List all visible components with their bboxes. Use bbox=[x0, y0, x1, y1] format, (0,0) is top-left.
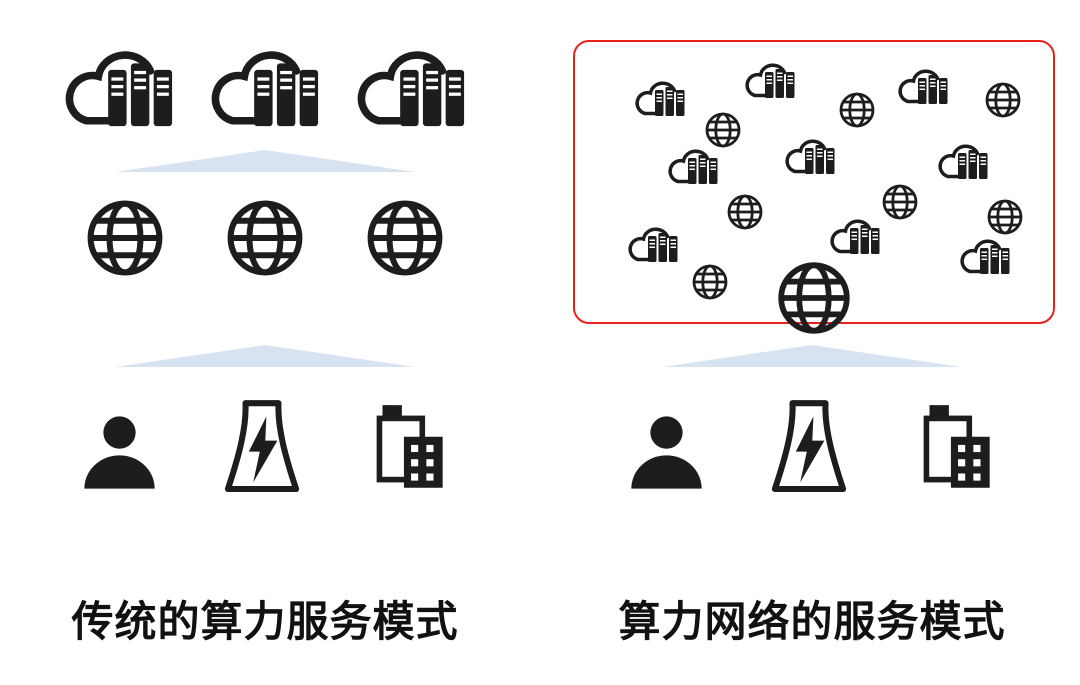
globe-icon bbox=[222, 195, 308, 281]
flow-divider-triangle bbox=[115, 150, 415, 172]
network-globe-row bbox=[15, 195, 515, 281]
traditional-mode-panel: 传统的算力服务模式 bbox=[15, 20, 515, 665]
globe-icon bbox=[690, 262, 730, 302]
cloud-server-icon bbox=[200, 35, 330, 135]
power-plant-icon bbox=[207, 390, 317, 500]
cloud-server-icon bbox=[893, 62, 953, 108]
flow-divider-triangle bbox=[115, 345, 415, 367]
left-panel-title: 传统的算力服务模式 bbox=[71, 598, 459, 645]
consumer-row bbox=[15, 390, 515, 500]
building-icon bbox=[357, 398, 459, 500]
globe-icon bbox=[983, 80, 1023, 120]
cloud-server-icon bbox=[740, 56, 800, 102]
network-mode-panel: 算力网络的服务模式 bbox=[565, 20, 1059, 665]
person-icon bbox=[72, 405, 167, 500]
right-panel-title: 算力网络的服务模式 bbox=[618, 598, 1006, 645]
cloud-server-icon bbox=[825, 212, 885, 258]
cloud-server-icon bbox=[780, 132, 840, 178]
big-globe-icon bbox=[773, 257, 855, 339]
cloud-server-row bbox=[15, 35, 515, 135]
globe-icon bbox=[837, 90, 877, 130]
flow-divider-triangle bbox=[662, 345, 962, 367]
globe-icon bbox=[880, 182, 920, 222]
cloud-server-icon bbox=[54, 35, 184, 135]
globe-icon bbox=[725, 192, 765, 232]
globe-icon bbox=[985, 197, 1025, 237]
cloud-server-icon bbox=[630, 74, 690, 120]
globe-icon bbox=[703, 110, 743, 150]
cloud-server-icon bbox=[955, 232, 1015, 278]
cloud-server-icon bbox=[346, 35, 476, 135]
network-highlight-box bbox=[573, 40, 1055, 324]
power-plant-icon bbox=[754, 390, 864, 500]
cloud-server-icon bbox=[623, 220, 683, 266]
globe-icon bbox=[82, 195, 168, 281]
person-icon bbox=[619, 405, 714, 500]
globe-icon bbox=[362, 195, 448, 281]
building-icon bbox=[904, 398, 1006, 500]
consumer-row bbox=[565, 390, 1059, 500]
cloud-server-icon bbox=[933, 137, 993, 183]
